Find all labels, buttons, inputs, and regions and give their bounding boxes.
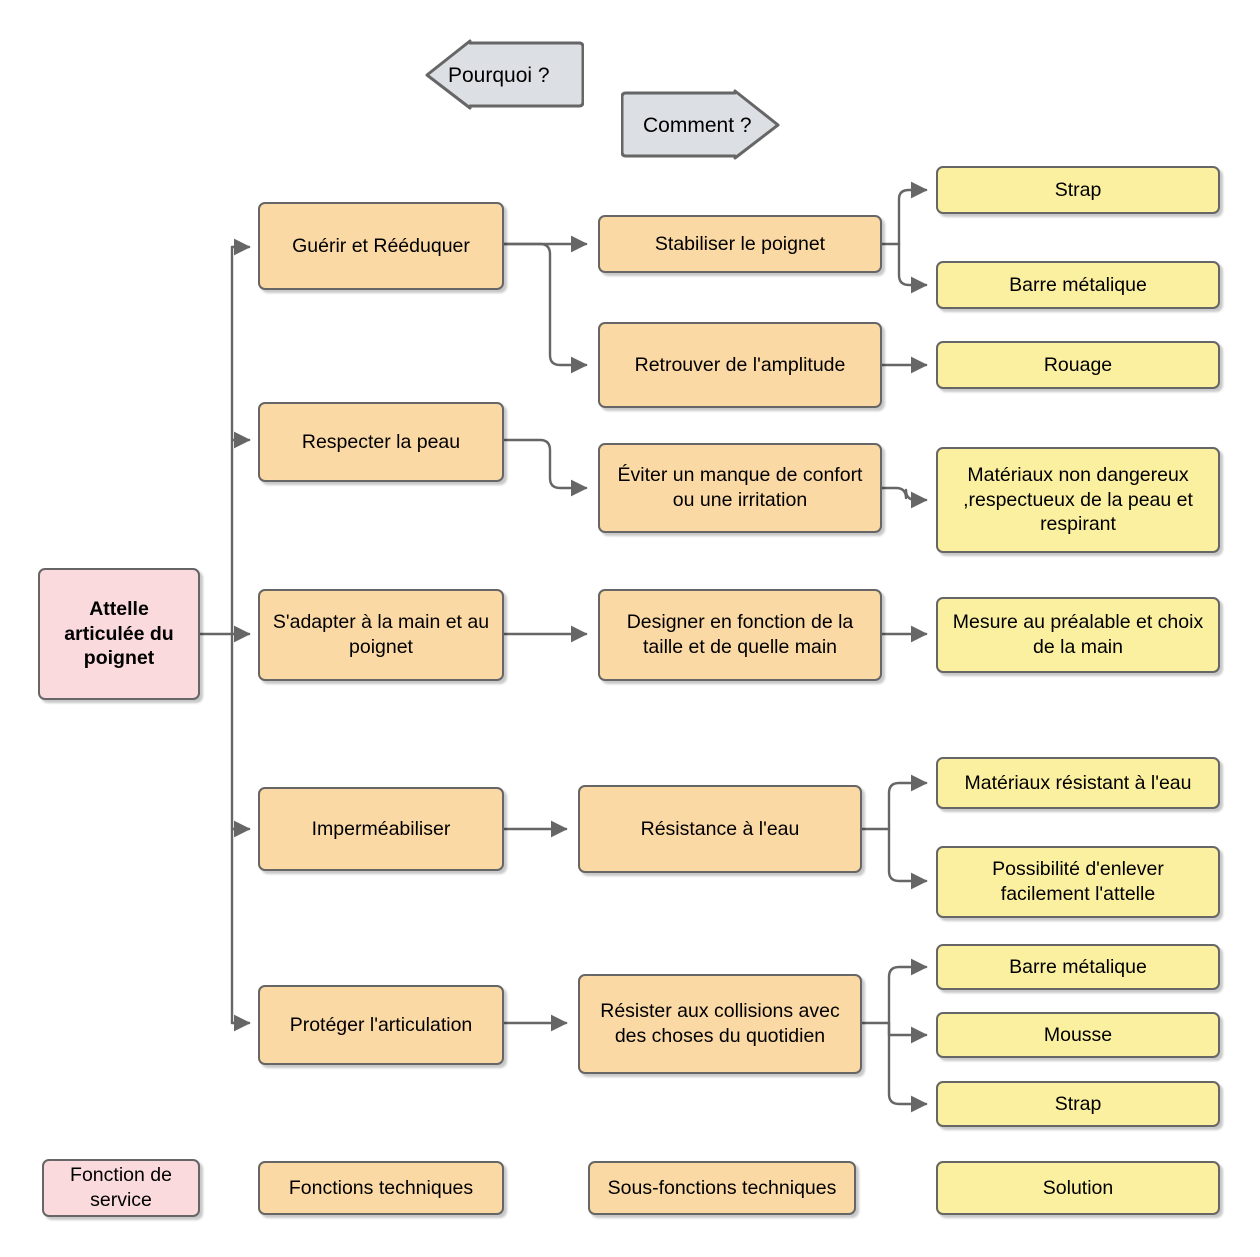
comment-label: Comment ? <box>643 114 752 137</box>
solution-box-9[interactable]: Strap <box>936 1081 1220 1127</box>
solution-box-7[interactable]: Barre métalique <box>936 944 1220 990</box>
solution-box-0[interactable]: Strap <box>936 166 1220 214</box>
legend-item-technical-functions: Fonctions techniques <box>258 1161 504 1215</box>
legend-item-sub-functions: Sous-fonctions techniques <box>588 1161 856 1215</box>
legend-item-solution: Solution <box>936 1161 1220 1215</box>
solution-box-3[interactable]: Matériaux non dangereux ,respectueux de … <box>936 447 1220 553</box>
sub-function-box-1[interactable]: Retrouver de l'amplitude <box>598 322 882 408</box>
technical-function-box-2[interactable]: S'adapter à la main et au poignet <box>258 589 504 681</box>
sub-function-box-5[interactable]: Résister aux collisions avec des choses … <box>578 974 862 1074</box>
solution-box-8[interactable]: Mousse <box>936 1012 1220 1058</box>
comment-banner <box>621 89 780 160</box>
sub-function-box-3[interactable]: Designer en fonction de la taille et de … <box>598 589 882 681</box>
pourquoi-banner <box>425 39 584 110</box>
solution-box-2[interactable]: Rouage <box>936 341 1220 389</box>
technical-function-box-3[interactable]: Imperméabiliser <box>258 787 504 871</box>
solution-box-1[interactable]: Barre métalique <box>936 261 1220 309</box>
solution-box-6[interactable]: Possibilité d'enlever facilement l'attel… <box>936 846 1220 918</box>
technical-function-box-4[interactable]: Protéger l'articulation <box>258 985 504 1065</box>
sub-function-box-0[interactable]: Stabiliser le poignet <box>598 215 882 273</box>
technical-function-box-0[interactable]: Guérir et Rééduquer <box>258 202 504 290</box>
sub-function-box-2[interactable]: Éviter un manque de confort ou une irrit… <box>598 443 882 533</box>
solution-box-4[interactable]: Mesure au préalable et choix de la main <box>936 597 1220 673</box>
pourquoi-label: Pourquoi ? <box>448 64 550 87</box>
solution-box-5[interactable]: Matériaux résistant à l'eau <box>936 757 1220 809</box>
legend-item-service: Fonction de service <box>42 1159 200 1217</box>
service-function-box[interactable]: Attelle articulée du poignet <box>38 568 200 700</box>
technical-function-box-1[interactable]: Respecter la peau <box>258 402 504 482</box>
sub-function-box-4[interactable]: Résistance à l'eau <box>578 785 862 873</box>
